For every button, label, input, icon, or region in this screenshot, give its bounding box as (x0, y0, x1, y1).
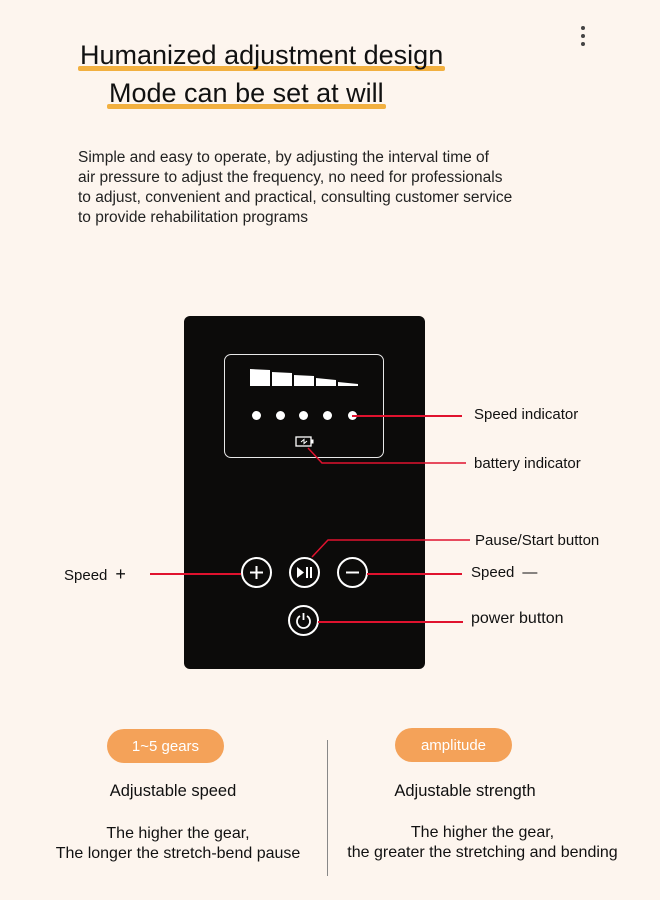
speed-dot (252, 411, 261, 420)
amplitude-badge: amplitude (395, 728, 512, 762)
battery-indicator-label: battery indicator (474, 455, 581, 472)
speed-dot (276, 411, 285, 420)
description-line: to provide rehabilitation programs (78, 209, 309, 226)
feature-desc-strength: The higher the gear, the greater the str… (347, 824, 618, 861)
heading-line-1: Humanized adjustment design (78, 40, 446, 71)
more-options-icon[interactable] (578, 26, 588, 48)
speed-dot (323, 411, 332, 420)
feature-desc-speed: The higher the gear, The longer the stre… (55, 825, 301, 862)
plus-icon (250, 566, 263, 579)
pause-start-label: Pause/Start button (475, 532, 600, 549)
battery-icon (295, 436, 314, 447)
speed-plus-label: Speed+ (64, 564, 126, 584)
speed-minus-line (367, 573, 462, 575)
feature-title-strength: Adjustable strength (394, 782, 536, 800)
description: Simple and easy to operate, by adjusting… (78, 148, 578, 228)
pause-start-button[interactable] (289, 557, 320, 588)
power-icon (296, 613, 311, 629)
speed-indicator-label: Speed indicator (474, 406, 579, 423)
power-button-label: power button (471, 610, 564, 627)
power-button[interactable] (288, 605, 319, 636)
display-screen (224, 354, 384, 458)
speed-minus-button[interactable] (337, 557, 368, 588)
description-line: to adjust, convenient and practical, con… (78, 189, 513, 206)
speed-minus-label: Speed— (471, 564, 538, 581)
minus-icon (346, 571, 359, 574)
speed-plus-button[interactable] (241, 557, 272, 588)
heading-line-2: Mode can be set at will (107, 78, 386, 109)
feature-title-speed: Adjustable speed (109, 782, 237, 800)
description-line: air pressure to adjust the frequency, no… (78, 169, 503, 186)
play-pause-icon (297, 567, 312, 578)
speed-plus-line (150, 573, 241, 575)
column-divider (327, 740, 328, 876)
power-line (318, 621, 463, 623)
battery-indicator-line (307, 447, 466, 464)
speed-level-bars (250, 369, 358, 386)
pause-start-line (311, 539, 470, 558)
description-line: Simple and easy to operate, by adjusting… (78, 149, 489, 166)
gears-badge: 1~5 gears (107, 729, 224, 763)
speed-dot (299, 411, 308, 420)
speed-indicator-line (352, 415, 462, 417)
